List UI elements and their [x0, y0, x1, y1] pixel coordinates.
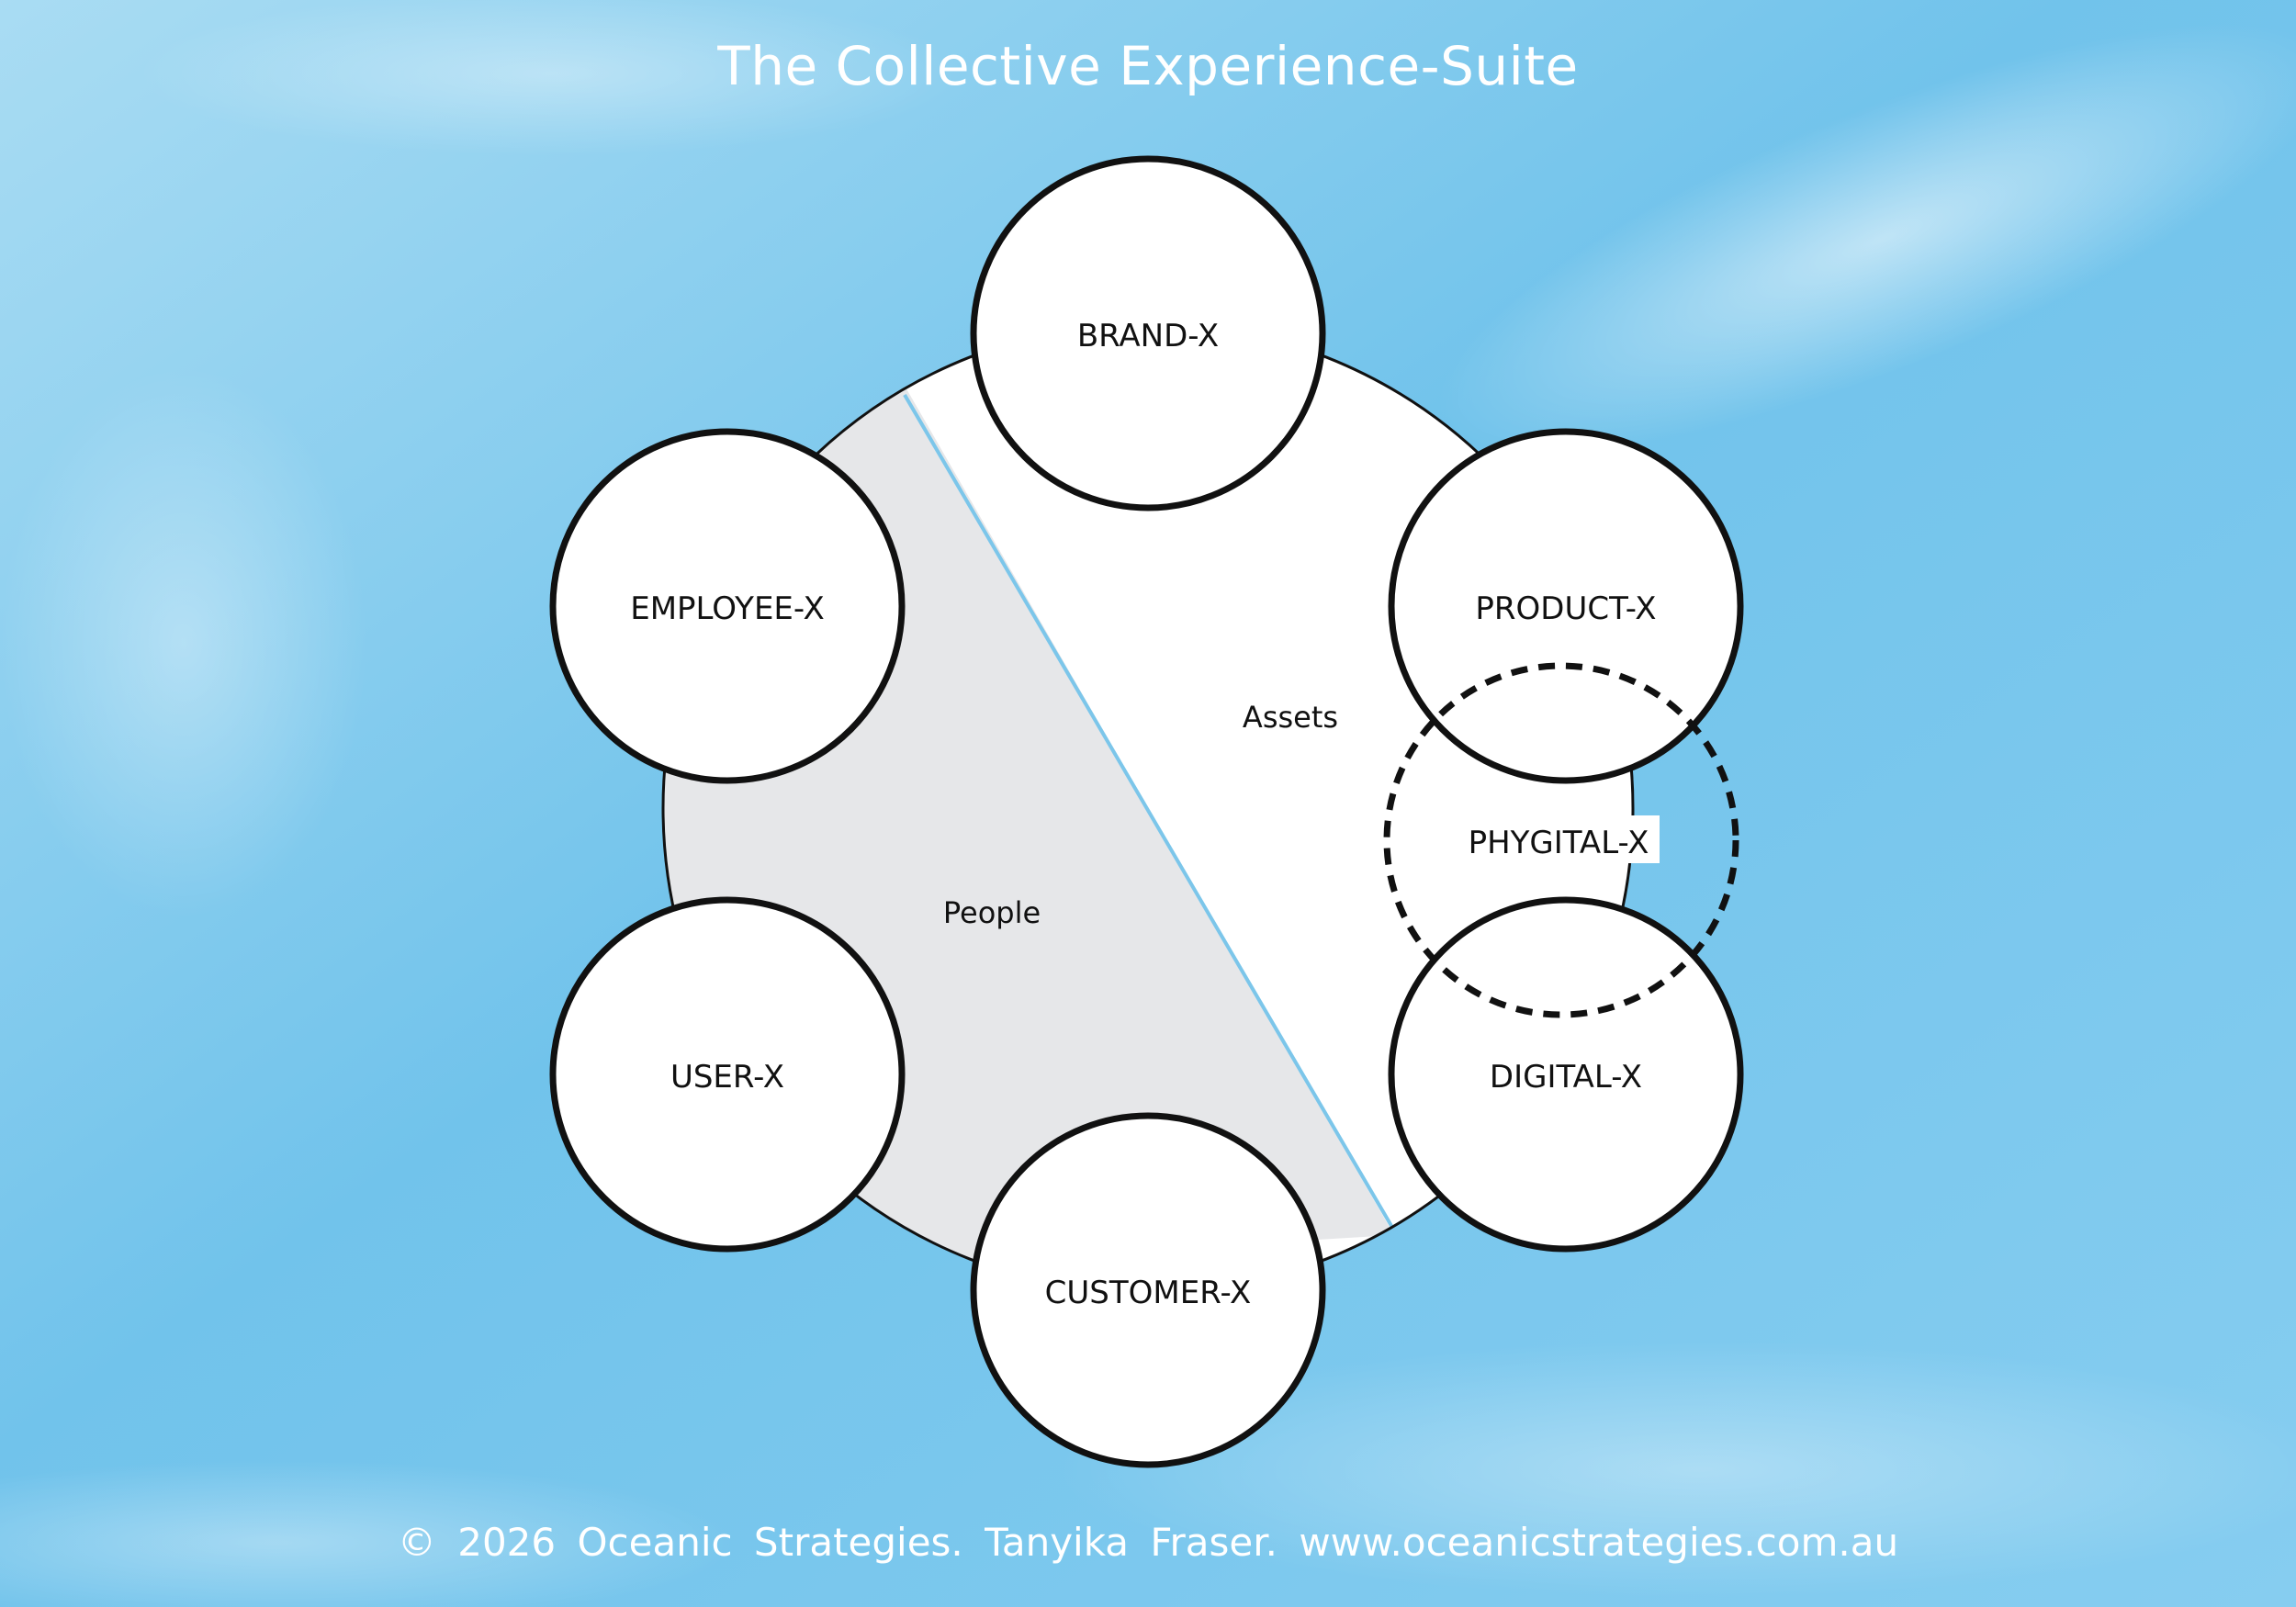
phygital-label-backing: [1456, 815, 1660, 863]
node-employee-label: EMPLOYEE-X: [630, 590, 825, 627]
node-brand[interactable]: BRAND-X: [970, 155, 1326, 511]
assets-label: Assets: [1243, 700, 1338, 735]
region-divider: [903, 393, 1396, 1232]
node-digital-label: DIGITAL-X: [1490, 1059, 1642, 1096]
people-label: People: [943, 895, 1041, 930]
copyright-footer: © 2026 Oceanic Strategies. Tanyika Frase…: [397, 1520, 1899, 1565]
node-employee[interactable]: EMPLOYEE-X: [549, 428, 906, 784]
node-phygital-label: PHYGITAL-X: [1469, 825, 1649, 861]
node-phygital[interactable]: PHYGITAL-X: [1383, 662, 1739, 1018]
node-customer-label: CUSTOMER-X: [1045, 1275, 1252, 1311]
node-brand-label: BRAND-X: [1077, 318, 1219, 354]
node-customer[interactable]: CUSTOMER-X: [970, 1112, 1326, 1468]
node-user[interactable]: USER-X: [549, 896, 906, 1253]
node-product-label: PRODUCT-X: [1475, 590, 1656, 627]
node-user-label: USER-X: [670, 1059, 784, 1096]
node-product[interactable]: PRODUCT-X: [1388, 428, 1744, 784]
node-digital[interactable]: DIGITAL-X: [1388, 896, 1744, 1253]
page-title: The Collective Experience-Suite: [717, 35, 1579, 97]
